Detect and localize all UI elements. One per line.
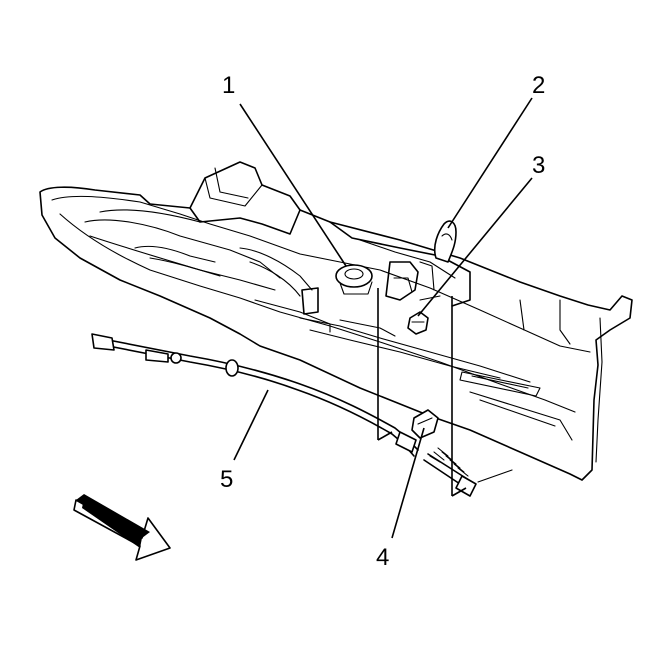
leader-1 — [239, 103, 347, 267]
leader-lines — [233, 97, 533, 539]
shift-knob — [433, 220, 457, 263]
leader-2 — [447, 97, 533, 229]
callout-1: 1 — [222, 72, 236, 99]
release-cable — [91, 333, 513, 497]
front-arrow-icon — [73, 494, 171, 561]
leader-4 — [391, 427, 425, 539]
retainer-clip — [407, 311, 429, 335]
reference-lines — [377, 288, 467, 497]
callout-2: 2 — [532, 72, 546, 99]
cable-connector — [411, 409, 439, 439]
callout-4: 4 — [376, 544, 390, 571]
callout-3: 3 — [532, 152, 546, 179]
park-brake-mount — [335, 264, 373, 295]
callout-5: 5 — [220, 466, 234, 493]
leader-3 — [417, 177, 533, 317]
leader-5 — [233, 389, 269, 461]
console-panel — [39, 161, 633, 481]
